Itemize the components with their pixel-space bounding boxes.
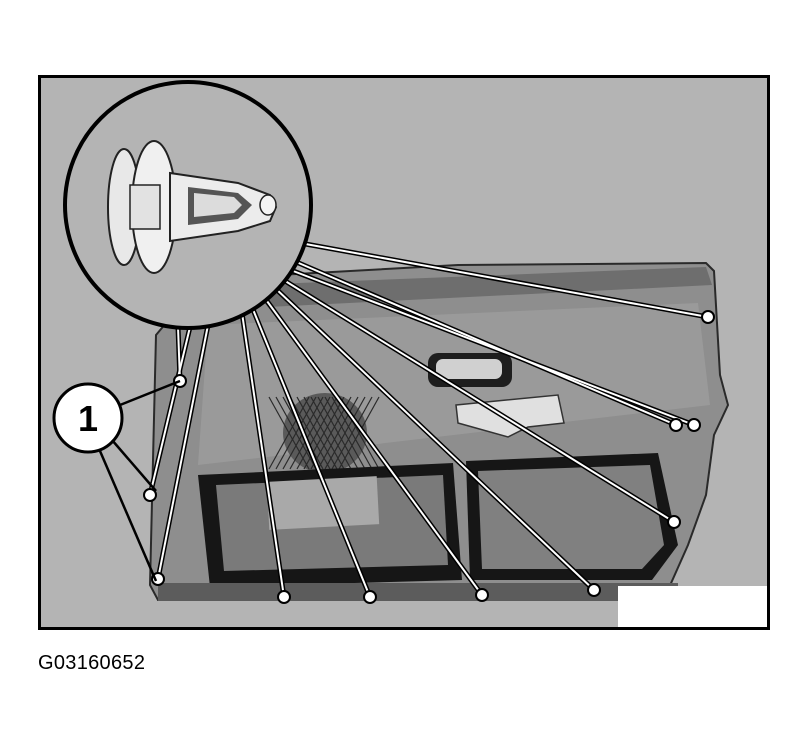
clip-mounting-point xyxy=(669,418,683,432)
figure-code: G03160652 xyxy=(38,652,146,674)
clip-mounting-point xyxy=(363,590,377,604)
callout-1: 1 xyxy=(52,382,124,454)
clip-leader-line xyxy=(251,306,371,598)
clip-leader-line xyxy=(293,260,677,426)
clip-leader-line xyxy=(149,326,191,496)
clip-detail-inset xyxy=(63,80,313,330)
clip-leader-lines-highlight xyxy=(149,242,709,598)
clip-mounting-point xyxy=(277,590,291,604)
clip-leader-line xyxy=(241,312,285,598)
door-panel-diagram: 1 xyxy=(38,75,770,630)
clip-mounting-points xyxy=(143,310,715,604)
mask-box xyxy=(618,586,768,628)
clip-leader-line xyxy=(299,242,709,318)
clip-mounting-point xyxy=(667,515,681,529)
clip-leader-line xyxy=(281,278,675,523)
clip-leader-line xyxy=(287,268,695,426)
callout-number: 1 xyxy=(78,398,98,439)
clip-leader-line xyxy=(157,324,209,580)
callout-leader-lines xyxy=(98,379,181,582)
clip-leader-line xyxy=(263,296,483,596)
clip-mounting-point xyxy=(701,310,715,324)
clip-leader-line xyxy=(273,286,595,591)
figure-frame xyxy=(38,75,770,630)
clip-leader-line xyxy=(177,326,181,382)
clip-mounting-point xyxy=(143,488,157,502)
left-pocket-label xyxy=(266,476,380,530)
plastic-clip-illustration xyxy=(107,140,278,274)
right-pocket-insert xyxy=(478,465,664,569)
clip-mounting-point xyxy=(475,588,489,602)
door-handle-inner xyxy=(436,359,502,379)
clip-mounting-point xyxy=(687,418,701,432)
clip-mounting-point xyxy=(587,583,601,597)
